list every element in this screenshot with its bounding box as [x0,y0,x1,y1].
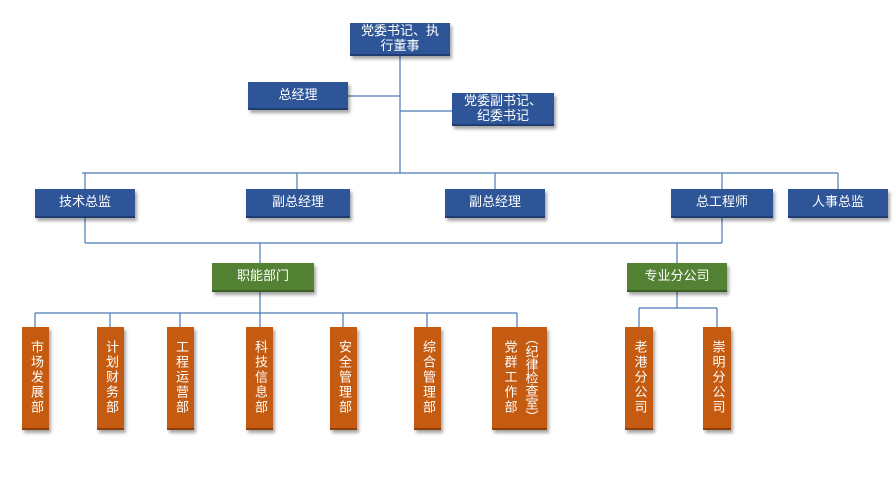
dept-admin-label: 综合管理部 [420,340,435,415]
chief-engineer-box: 总工程师 [671,189,773,218]
branch-laogang-label: 老港分公司 [631,340,647,415]
dept-engineering-ops: 工程运营部 [167,327,194,430]
dept-engineering-ops-label: 工程运营部 [173,340,188,415]
branch-companies-label: 专业分公司 [644,269,710,284]
secretary-chair-label: 党委书记、执行董事 [360,23,439,54]
hr-director-label: 人事总监 [811,195,864,210]
branch-laogang: 老港分公司 [625,327,653,430]
dept-party-affairs-label: 党群工作部 [501,340,517,415]
dept-admin: 综合管理部 [414,327,441,430]
dept-safety-label: 安全管理部 [336,340,351,415]
deputy-gm-2-label: 副总经理 [468,195,521,210]
branch-companies-box: 专业分公司 [627,263,727,292]
dept-safety: 安全管理部 [330,327,357,430]
deputy-gm-2-box: 副总经理 [445,189,545,218]
deputy-secretary-label: 党委副书记、纪委书记 [463,93,542,124]
dept-finance-label: 计划财务部 [103,340,118,415]
dept-marketing: 市场发展部 [22,327,49,430]
dept-discipline-label: （纪律检查室） [522,332,538,423]
tech-director-box: 技术总监 [35,189,135,218]
functional-departments-box: 职能部门 [212,263,314,292]
dept-it: 科技信息部 [246,327,273,430]
hr-director-box: 人事总监 [788,189,888,218]
dept-marketing-label: 市场发展部 [28,340,43,415]
branch-chongming: 崇明分公司 [703,327,731,430]
dept-finance: 计划财务部 [97,327,124,430]
tech-director-label: 技术总监 [58,195,111,210]
deputy-secretary-box: 党委副书记、纪委书记 [452,93,554,126]
dept-party-affairs: 党群工作部 （纪律检查室） [492,327,547,430]
chief-engineer-label: 总工程师 [695,195,748,210]
general-manager-box: 总经理 [248,82,348,110]
deputy-gm-1-box: 副总经理 [246,189,350,218]
secretary-chair-box: 党委书记、执行董事 [350,23,450,56]
functional-departments-label: 职能部门 [236,269,289,284]
general-manager-label: 总经理 [278,87,318,103]
branch-chongming-label: 崇明分公司 [709,340,725,415]
deputy-gm-1-label: 副总经理 [271,195,324,210]
dept-it-label: 科技信息部 [252,340,267,415]
